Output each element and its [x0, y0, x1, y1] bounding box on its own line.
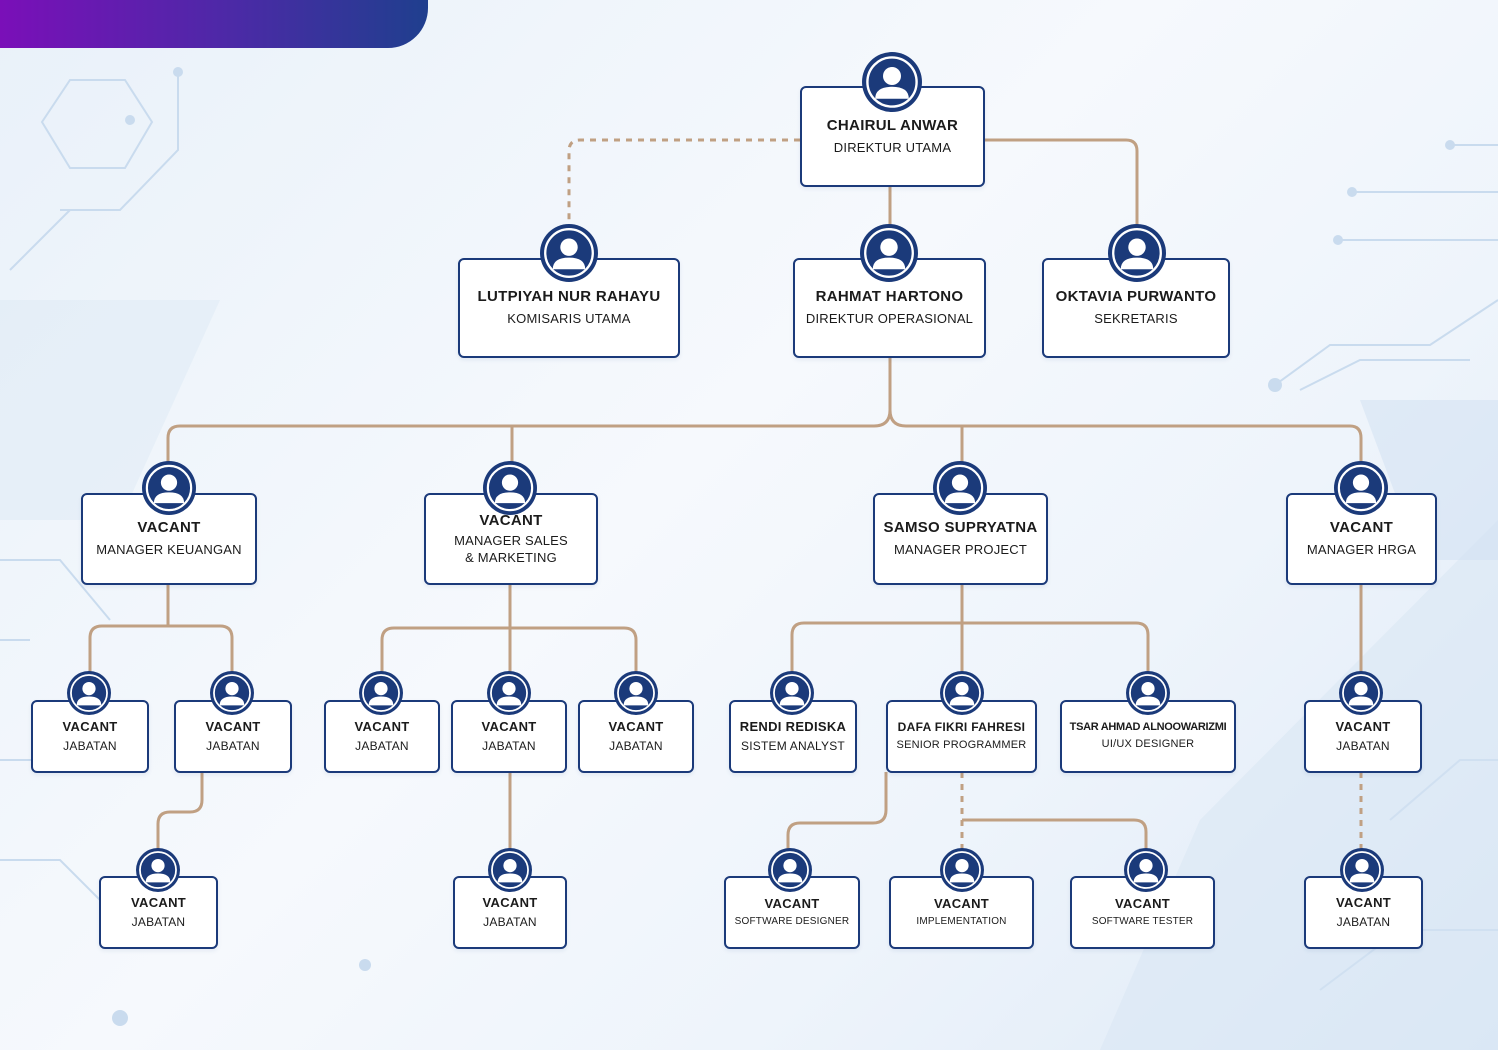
- node-name: VACANT: [62, 719, 118, 734]
- header-banner: [0, 0, 428, 48]
- node-name: CHAIRUL ANWAR: [826, 116, 959, 134]
- node-name: OKTAVIA PURWANTO: [1055, 288, 1217, 306]
- person-icon: [1124, 848, 1168, 892]
- connector-direktur-to-sekretaris: [984, 138, 1139, 228]
- node-role: SOFTWARE DESIGNER: [734, 916, 850, 928]
- node-role: MANAGER SALES & MARKETING: [454, 533, 568, 565]
- node-role: SEKRETARIS: [1094, 311, 1178, 327]
- node-name: VACANT: [479, 512, 543, 530]
- person-icon: [1108, 224, 1166, 282]
- node-role: SISTEM ANALYST: [741, 739, 845, 753]
- node-role: SOFTWARE TESTER: [1091, 916, 1194, 928]
- node-role: JABATAN: [1336, 915, 1391, 929]
- node-name: VACANT: [205, 719, 261, 734]
- node-role: SENIOR PROGRAMMER: [896, 739, 1027, 752]
- connector-programmer-to-tester: [962, 818, 1148, 852]
- connector-direktur-to-komisaris: [567, 138, 800, 232]
- node-role: MANAGER KEUANGAN: [96, 542, 242, 558]
- person-icon: [67, 671, 111, 715]
- node-role: JABATAN: [206, 739, 260, 753]
- node-role: MANAGER PROJECT: [893, 542, 1027, 558]
- node-role: IMPLEMENTATION: [916, 916, 1007, 928]
- connector-operasional-to-managers: [166, 358, 1363, 468]
- node-name: VACANT: [354, 719, 410, 734]
- node-manager-hrga[interactable]: VACANT MANAGER HRGA: [1286, 493, 1437, 585]
- node-hrga-jabatan-1[interactable]: VACANT JABATAN: [1304, 700, 1422, 773]
- node-name: VACANT: [934, 896, 989, 912]
- node-role: DIREKTUR OPERASIONAL: [805, 311, 974, 327]
- person-icon: [483, 461, 537, 515]
- person-icon: [142, 461, 196, 515]
- node-name: VACANT: [481, 719, 537, 734]
- person-icon: [359, 671, 403, 715]
- person-icon: [540, 224, 598, 282]
- connector-jabatan-to-jabatan: [156, 772, 204, 852]
- node-name: VACANT: [1329, 519, 1394, 537]
- person-icon: [860, 224, 918, 282]
- node-name: VACANT: [764, 896, 820, 912]
- person-icon: [1340, 848, 1384, 892]
- person-icon: [487, 671, 531, 715]
- node-name: VACANT: [608, 719, 664, 734]
- node-role: KOMISARIS UTAMA: [507, 311, 631, 327]
- node-name: SAMSO SUPRYATNA: [883, 519, 1038, 537]
- node-implementation[interactable]: VACANT IMPLEMENTATION: [889, 876, 1034, 949]
- node-name: VACANT: [1336, 895, 1391, 910]
- person-icon: [136, 848, 180, 892]
- node-name: LUTPIYAH NUR RAHAYU: [477, 288, 661, 306]
- node-name: VACANT: [1115, 896, 1170, 912]
- node-manager-project[interactable]: SAMSO SUPRYATNA MANAGER PROJECT: [873, 493, 1048, 585]
- node-role: JABATAN: [63, 739, 117, 753]
- node-name: VACANT: [1335, 719, 1391, 734]
- node-manager-sales[interactable]: VACANT MANAGER SALES & MARKETING: [424, 493, 598, 585]
- node-role: MANAGER HRGA: [1306, 542, 1417, 558]
- person-icon: [1334, 461, 1388, 515]
- node-role: DIREKTUR UTAMA: [833, 139, 952, 155]
- person-icon: [933, 461, 987, 515]
- person-icon: [768, 848, 812, 892]
- node-name: VACANT: [482, 895, 538, 910]
- person-icon: [862, 52, 922, 112]
- node-role: JABATAN: [609, 739, 663, 753]
- person-icon: [940, 671, 984, 715]
- person-icon: [770, 671, 814, 715]
- connector-sales-branch: [380, 584, 638, 675]
- person-icon: [488, 848, 532, 892]
- person-icon: [1126, 671, 1170, 715]
- node-role: JABATAN: [483, 915, 537, 929]
- node-role: JABATAN: [482, 739, 536, 753]
- node-keuangan-jabatan-1[interactable]: VACANT JABATAN: [31, 700, 149, 773]
- node-name: TSAR AHMAD ALNOOWARIZMI: [1069, 721, 1227, 734]
- node-role: JABATAN: [1336, 739, 1390, 753]
- node-name: DAFA FIKRI FAHRESI: [897, 720, 1026, 735]
- node-name: RENDI REDISKA: [739, 719, 847, 734]
- node-name: VACANT: [137, 519, 201, 537]
- person-icon: [1339, 671, 1383, 715]
- node-role: JABATAN: [131, 915, 186, 929]
- person-icon: [614, 671, 658, 715]
- person-icon: [940, 848, 984, 892]
- node-role: UI/UX DESIGNER: [1101, 738, 1195, 751]
- node-name: RAHMAT HARTONO: [815, 288, 964, 306]
- person-icon: [210, 671, 254, 715]
- node-name: VACANT: [131, 895, 186, 910]
- node-role: JABATAN: [355, 739, 409, 753]
- connector-keuangan-branch: [88, 584, 234, 675]
- connector-project-branch: [790, 584, 1150, 675]
- node-keuangan-jabatan-3[interactable]: VACANT JABATAN: [99, 876, 218, 949]
- connector-programmer-to-designer: [786, 772, 888, 852]
